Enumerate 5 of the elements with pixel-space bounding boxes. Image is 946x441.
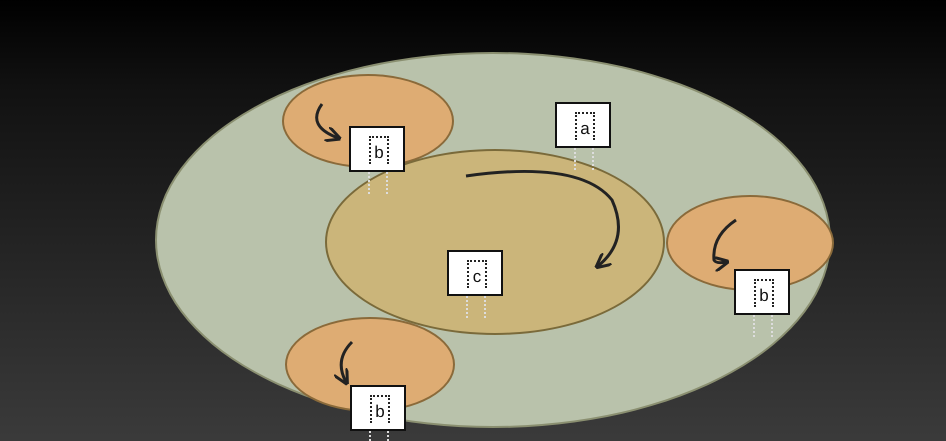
label-tag: b	[349, 126, 405, 172]
label-tag: c	[447, 250, 503, 296]
label-tag: b	[350, 385, 406, 431]
label-tag: a	[555, 102, 611, 148]
label-tag: b	[734, 269, 790, 315]
